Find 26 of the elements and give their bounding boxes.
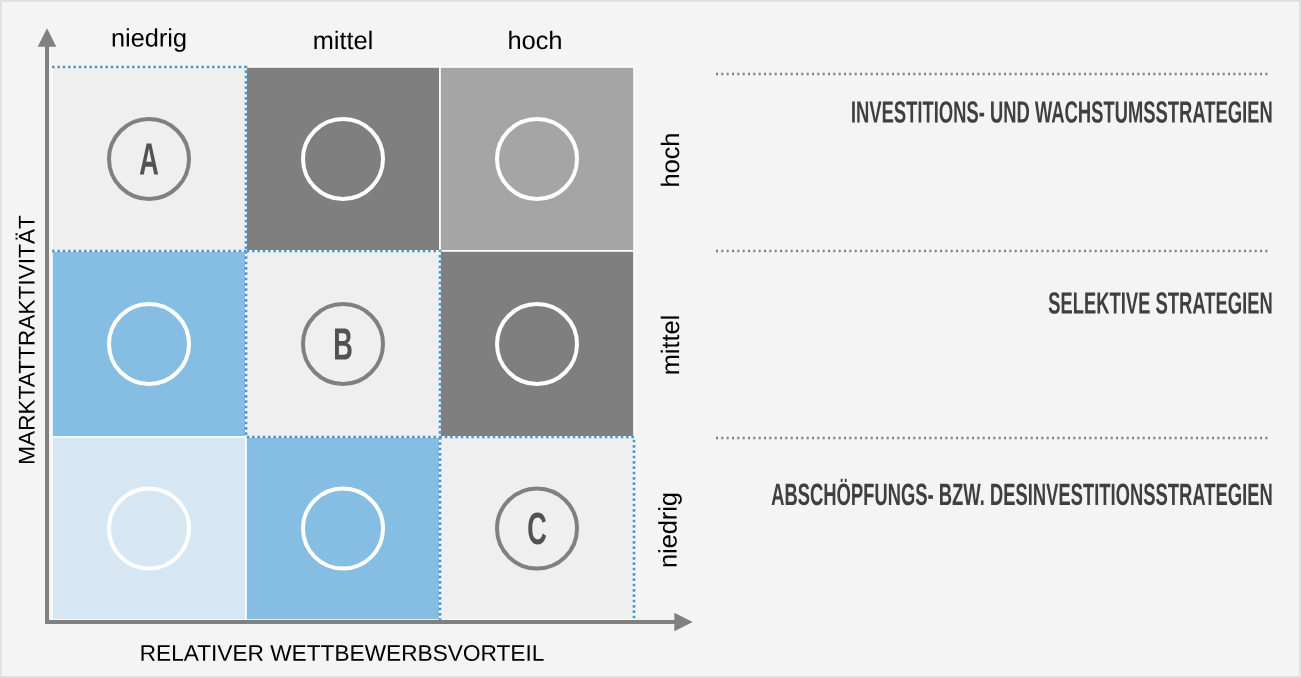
axis-tick-label: hoch bbox=[509, 30, 561, 50]
axis-title: MARKTATTRAKTIVITÄT bbox=[15, 215, 35, 463]
axis-tick-label: niedrig bbox=[112, 28, 186, 52]
circle-marker bbox=[301, 486, 385, 571]
matrix-cell bbox=[439, 250, 635, 438]
matrix-cell bbox=[51, 436, 247, 621]
circle-marker bbox=[495, 117, 579, 201]
axis-tick-label: hoch bbox=[660, 134, 680, 186]
circle-marker bbox=[107, 486, 191, 571]
axis-title: RELATIVER WETTBEWERBSVORTEIL bbox=[141, 645, 544, 662]
strategy-heading: ABSCHÖPFUNGS- BZW. DESINVESTITIONSSTRATEGIEN bbox=[771, 478, 1272, 506]
matrix-cell bbox=[245, 436, 441, 621]
axis-tick-label: mittel bbox=[660, 316, 680, 374]
matrix-cell bbox=[51, 66, 247, 252]
circle-marker bbox=[495, 302, 579, 386]
circle-marker bbox=[107, 302, 191, 386]
circle-marker bbox=[301, 117, 385, 201]
strategy-heading: INVESTITIONS- UND WACHSTUMSSTRATEGIEN bbox=[852, 101, 1272, 123]
matrix-cell bbox=[439, 66, 635, 252]
matrix-cell bbox=[245, 66, 441, 252]
axis-tick-label: mittel bbox=[314, 30, 372, 50]
matrix-cell bbox=[245, 250, 441, 438]
matrix-cell bbox=[51, 250, 247, 438]
matrix-cell bbox=[439, 436, 635, 621]
strategy-heading: SELEKTIVE STRATEGIEN bbox=[1048, 292, 1272, 314]
axis-tick-label: niedrig bbox=[658, 493, 682, 567]
